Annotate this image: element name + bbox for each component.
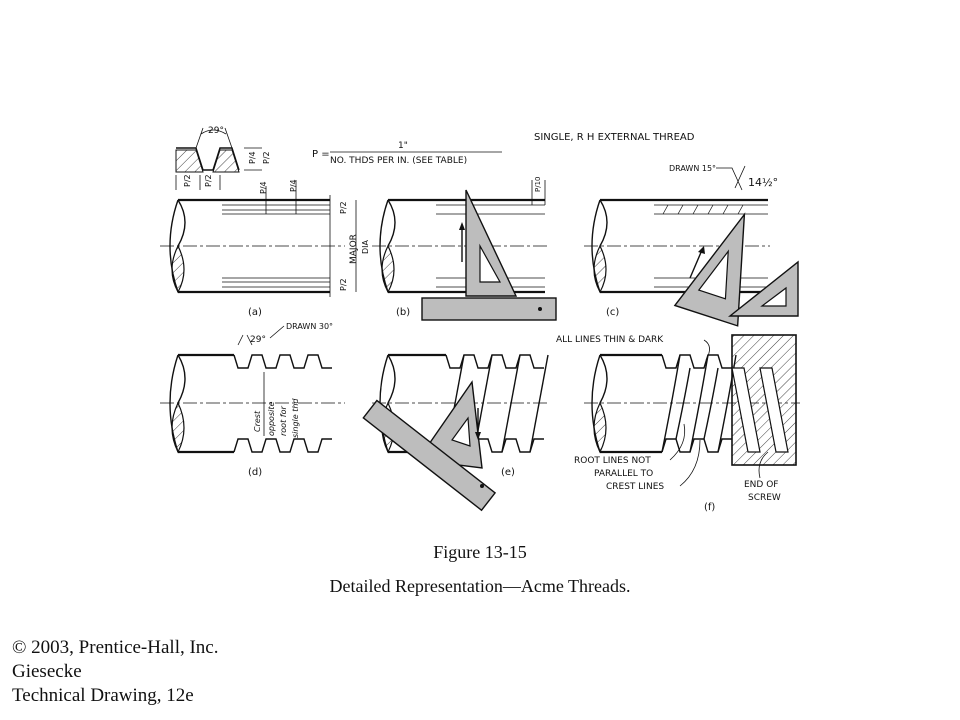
- major-dia-label-1: MAJOR: [349, 234, 359, 264]
- panel-b: P/10 (b): [372, 177, 557, 321]
- drawn-30-label: DRAWN 30°: [286, 322, 333, 331]
- p-half-label-1: P/2: [183, 174, 192, 187]
- major-dia-label-2: DIA: [361, 239, 370, 254]
- crest-note-3: root for: [279, 406, 288, 436]
- end-of-screw-label-1: END OF: [744, 480, 778, 490]
- panel-b-label: (b): [396, 307, 410, 318]
- panel-c: DRAWN 15° 14½° (c): [584, 164, 799, 327]
- copyright-footer: © 2003, Prentice-Hall, Inc. Giesecke Tec…: [12, 636, 219, 708]
- angle-14-label: 14½°: [748, 176, 778, 189]
- t-square-b: [421, 297, 557, 321]
- p-quarter-label-h: P/4: [248, 151, 257, 164]
- pitch-formula: P = 1" NO. THDS PER IN. (SEE TABLE): [312, 141, 502, 166]
- panel-f-label: (f): [704, 502, 715, 513]
- root-lines-label-1: ROOT LINES NOT: [574, 456, 651, 466]
- p-tenth-label: P/10: [534, 177, 542, 193]
- panel-e: (e): [362, 353, 549, 512]
- book-title-line: Technical Drawing, 12e: [12, 685, 194, 706]
- end-of-screw-label-2: SCREW: [748, 493, 781, 503]
- formula-denominator: NO. THDS PER IN. (SEE TABLE): [330, 156, 467, 166]
- triangle-c1: [673, 212, 746, 327]
- thread-profile-sketch: 29° P/2 P/2 P/4 P/2: [175, 126, 271, 190]
- t-square-e: [362, 399, 497, 512]
- panel-c-label: (c): [606, 307, 619, 318]
- figure-number: Figure 13-15: [433, 542, 527, 562]
- crest-note-1: Crest: [253, 410, 262, 432]
- angle-29-label: 29°: [250, 335, 266, 345]
- a-p-half-top: P/2: [339, 201, 348, 214]
- formula-lhs: P =: [312, 149, 330, 160]
- drawn-15-label: DRAWN 15°: [669, 164, 716, 173]
- p-half-label-h: P/2: [262, 151, 271, 164]
- crest-note-4: single thd: [291, 398, 300, 438]
- author-line: Giesecke: [12, 661, 82, 682]
- formula-numerator: 1": [398, 141, 408, 151]
- a-p-quarter-2: P/4: [289, 179, 298, 192]
- p-half-label-2: P/2: [204, 174, 213, 187]
- root-lines-label-2: PARALLEL TO: [594, 469, 653, 479]
- panel-a-label: (a): [248, 307, 262, 318]
- panel-e-label: (e): [501, 467, 515, 478]
- a-p-half-bottom: P/2: [339, 278, 348, 291]
- panel-d: 29° DRAWN 30° Crest opposite root for si…: [160, 322, 345, 478]
- panel-d-label: (d): [248, 467, 262, 478]
- crest-note-2: opposite: [267, 402, 276, 436]
- all-lines-label: ALL LINES THIN & DARK: [556, 335, 664, 345]
- thread-spec-label: SINGLE, R H EXTERNAL THREAD: [534, 132, 695, 143]
- panel-f: ALL LINES THIN & DARK ROOT LINES NOT PAR…: [556, 334, 800, 513]
- a-p-quarter-1: P/4: [259, 181, 268, 194]
- profile-angle-label: 29°: [208, 126, 224, 136]
- figure-title: Detailed Representation—Acme Threads.: [329, 576, 630, 596]
- panel-a: P/4 P/4 P/2 P/2 MAJOR DIA (a): [160, 179, 370, 318]
- triangle-b: [465, 189, 518, 297]
- copyright-line: © 2003, Prentice-Hall, Inc.: [12, 637, 219, 658]
- root-lines-label-3: CREST LINES: [606, 482, 664, 492]
